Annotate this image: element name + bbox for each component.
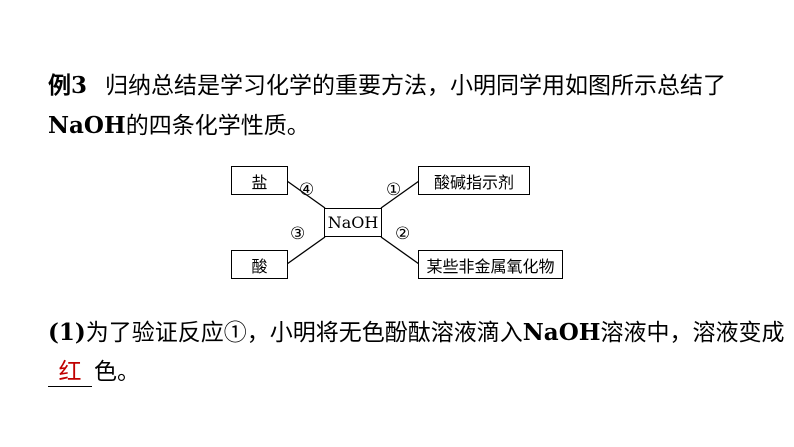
label-reaction-3: ③ [290,224,306,244]
subquestion-label: (1) [48,319,86,346]
subquestion-text-c: 色。 [94,359,140,385]
question-line-2: NaOH的四条化学性质。 [48,110,310,142]
label-reaction-4: ④ [299,180,315,200]
box-acid: 酸 [231,250,288,279]
box-salt: 盐 [231,166,288,195]
question-line-1: 例3 归纳总结是学习化学的重要方法，小明同学用如图所示总结了 [48,70,726,102]
subquestion-text-a: 为了验证反应①，小明将无色酚酞溶液滴入 [85,320,523,346]
answer-blank: 红 [48,358,92,387]
question-text-2: 的四条化学性质。 [125,113,310,139]
question-text-1: 归纳总结是学习化学的重要方法，小明同学用如图所示总结了 [105,73,727,99]
example-label: 例3 [48,72,88,99]
subquestion-1-line-2: 红色。 [48,356,140,388]
label-reaction-1: ① [386,180,402,200]
box-naoh: NaOH [324,208,382,237]
naoh-formula-2: NaOH [522,319,601,346]
subquestion-text-b: 溶液中，溶液变成 [600,320,785,346]
box-nonmetal-oxides: 某些非金属氧化物 [418,250,563,279]
subquestion-1-line-1: (1)为了验证反应①，小明将无色酚酞溶液滴入NaOH溶液中，溶液变成 [48,317,784,349]
naoh-formula: NaOH [48,112,126,139]
box-indicator: 酸碱指示剂 [418,166,530,195]
label-reaction-2: ② [395,224,411,244]
